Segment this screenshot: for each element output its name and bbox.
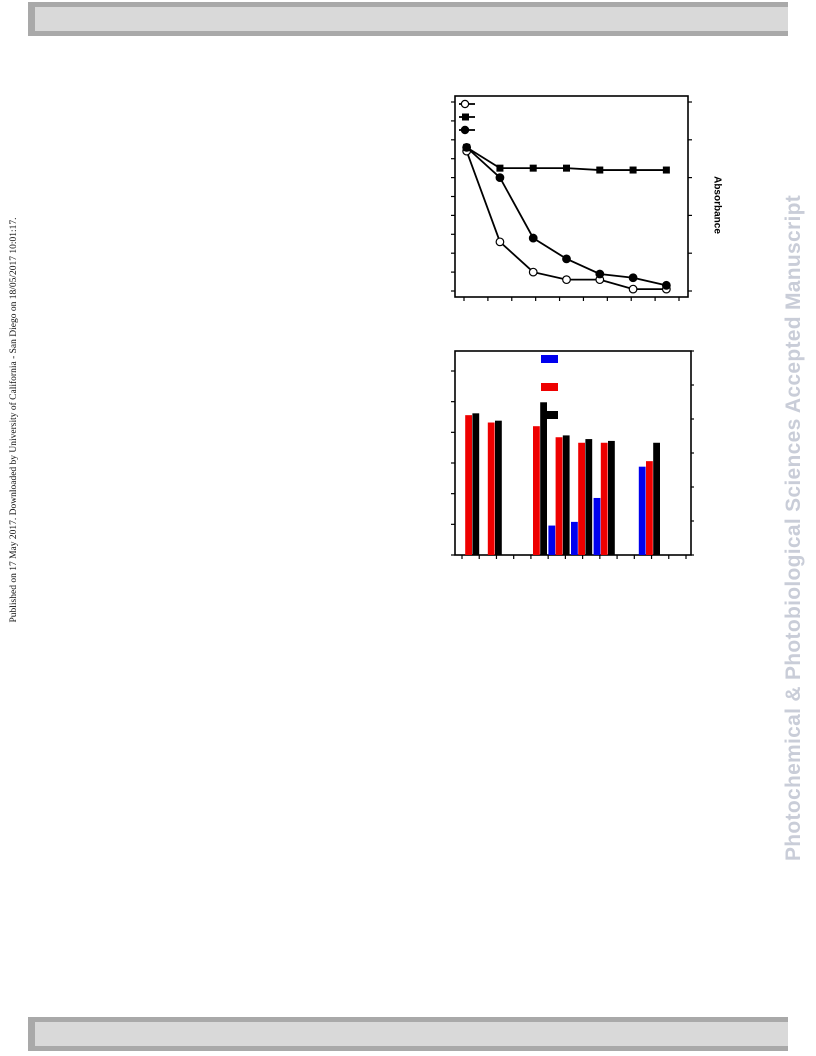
series-2-point bbox=[495, 173, 505, 183]
bar-red bbox=[600, 442, 608, 555]
bar-black bbox=[585, 439, 593, 555]
bar-black bbox=[608, 440, 615, 555]
series-0-point bbox=[628, 284, 638, 294]
bar-red bbox=[487, 422, 495, 555]
bar-blue bbox=[593, 497, 601, 555]
series-2-point bbox=[528, 233, 538, 243]
series-2-point bbox=[562, 254, 571, 264]
bar-blue bbox=[571, 521, 578, 555]
series-1-point bbox=[596, 166, 604, 174]
series-1-point bbox=[563, 164, 571, 172]
legend-marker-1 bbox=[462, 113, 469, 121]
bar-red bbox=[555, 437, 563, 555]
series-2-point bbox=[462, 142, 472, 152]
series-2-point bbox=[595, 269, 605, 279]
series-2-point bbox=[661, 280, 671, 290]
series-1-point bbox=[629, 166, 637, 174]
series-0-point bbox=[528, 267, 538, 277]
page-footer-band bbox=[28, 1017, 788, 1051]
line-chart bbox=[451, 95, 692, 301]
series-0-point bbox=[495, 237, 505, 247]
bar-red bbox=[646, 461, 653, 555]
bar-black bbox=[472, 413, 480, 555]
series-1-point bbox=[662, 166, 670, 174]
legend-swatch-black bbox=[541, 411, 558, 419]
bar-red bbox=[465, 415, 472, 555]
series-1-point bbox=[529, 164, 537, 172]
bar-black bbox=[540, 402, 547, 555]
page-header-band bbox=[28, 2, 788, 36]
legend-marker-2 bbox=[460, 125, 470, 135]
bar-black bbox=[495, 420, 502, 555]
bar-red bbox=[578, 442, 585, 555]
bar-red bbox=[533, 426, 540, 555]
bar-blue bbox=[638, 466, 646, 555]
bar-black bbox=[653, 442, 660, 555]
bar-chart bbox=[451, 350, 694, 559]
series-0-point bbox=[562, 275, 571, 285]
legend-swatch-blue bbox=[541, 355, 558, 363]
series-2-point bbox=[628, 273, 638, 283]
bar-black bbox=[562, 435, 570, 555]
legend-marker-0 bbox=[460, 99, 470, 109]
series-1-point bbox=[496, 164, 504, 172]
bar-blue bbox=[548, 525, 556, 555]
line-chart-frame bbox=[454, 95, 689, 298]
legend-swatch-red bbox=[541, 383, 558, 391]
